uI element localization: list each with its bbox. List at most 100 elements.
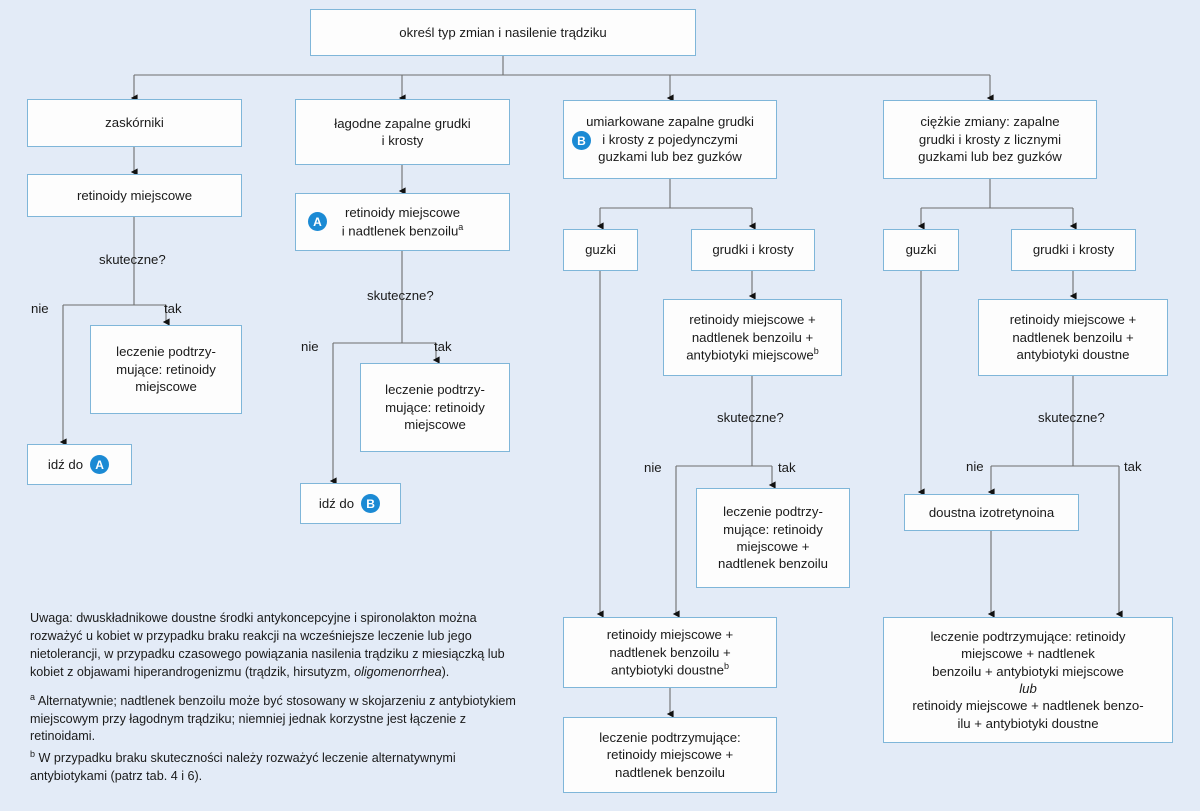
- node-severe-lesions[interactable]: ciężkie zmiany: zapalne grudki i krosty …: [883, 100, 1097, 179]
- treatment-col3-line1: retinoidy miejscowe +: [689, 312, 816, 328]
- oral-col3-line3-text: antybiotyki doustne: [611, 662, 724, 678]
- final-col4-line1: leczenie podtrzymujące: retinoidy: [930, 628, 1126, 644]
- note-a: a Alternatywnie; nadtlenek benzoilu może…: [30, 691, 530, 747]
- node-papules-pustules-col3[interactable]: grudki i krosty: [691, 229, 815, 271]
- maintenance-col1-line1: leczenie podtrzy-: [116, 344, 216, 360]
- maintenance-col3-line2: mujące: retinoidy: [723, 521, 823, 537]
- edge-label-effective-col2: skuteczne?: [367, 288, 434, 303]
- badge-b-anchor: B: [572, 131, 591, 150]
- mild-inflammatory-line1: łagodne zapalne grudki: [334, 115, 471, 131]
- footnote-ref-b-col3: b: [813, 346, 819, 357]
- node-maintenance-col1[interactable]: leczenie podtrzy- mujące: retinoidy miej…: [90, 325, 242, 414]
- node-final-maintenance-col3[interactable]: leczenie podtrzymujące: retinoidy miejsc…: [563, 717, 777, 793]
- edge-label-no-col4: nie: [966, 459, 984, 474]
- node-oral-antibiotics-col3[interactable]: retinoidy miejscowe + nadtlenek benzoilu…: [563, 617, 777, 688]
- note-main-end: ).: [441, 664, 450, 679]
- moderate-line3: guzkami lub bez guzków: [598, 149, 742, 165]
- edge-label-yes-col4: tak: [1124, 459, 1142, 474]
- edge-label-effective-col1: skuteczne?: [99, 252, 166, 267]
- footnote-marker-a: a: [30, 691, 36, 702]
- retinoids-bpo-line2: i nadtlenek benzoilua: [342, 222, 464, 240]
- final-col4-line3: benzoilu + antybiotyki miejscowe: [932, 663, 1124, 679]
- footnote-ref-b-col3b: b: [723, 661, 729, 672]
- node-goto-a[interactable]: idź do A: [27, 444, 132, 485]
- maintenance-col2-line1: leczenie podtrzy-: [385, 382, 485, 398]
- treatment-col4-line1: retinoidy miejscowe +: [1009, 312, 1137, 328]
- oral-col3-line2: nadtlenek benzoilu +: [609, 644, 731, 660]
- node-topical-retinoids-label: retinoidy miejscowe: [76, 187, 193, 203]
- maintenance-col3-line1: leczenie podtrzy-: [723, 504, 823, 520]
- edge-label-yes-col3: tak: [778, 460, 796, 475]
- edge-label-no-col3: nie: [644, 460, 662, 475]
- node-oral-isotretinoin[interactable]: doustna izotretynoina: [904, 494, 1079, 531]
- maintenance-col1-line2: mujące: retinoidy: [116, 361, 216, 377]
- badge-b-goto: B: [361, 494, 381, 513]
- maintenance-col2-line3: miejscowe: [404, 417, 466, 433]
- node-nodules-col3[interactable]: guzki: [563, 229, 638, 271]
- node-papules-pustules-col4[interactable]: grudki i krosty: [1011, 229, 1136, 271]
- edge-label-yes-col2: tak: [434, 339, 452, 354]
- edge-label-effective-col4: skuteczne?: [1038, 410, 1105, 425]
- badge-a-goto: A: [90, 455, 110, 474]
- moderate-line1: umiarkowane zapalne grudki: [586, 114, 754, 130]
- node-root[interactable]: określ typ zmian i nasilenie trądziku: [310, 9, 696, 56]
- node-goto-b[interactable]: idź do B: [300, 483, 401, 524]
- badge-a-anchor: A: [308, 212, 327, 231]
- note-main: Uwaga: dwuskładnikowe doustne środki ant…: [30, 610, 530, 682]
- goto-b-text: idź do: [318, 495, 355, 511]
- note-b-text: W przypadku braku skuteczności należy ro…: [30, 751, 456, 784]
- nodules-col3-label: guzki: [585, 242, 616, 258]
- note-a-text: Alternatywnie; nadtlenek benzoilu może b…: [30, 693, 516, 744]
- oral-col3-line1: retinoidy miejscowe +: [606, 627, 734, 643]
- treatment-col3-line3-text: antybiotyki miejscowe: [686, 347, 814, 363]
- node-retinoids-bpo[interactable]: retinoidy miejscowe i nadtlenek benzoilu…: [295, 193, 510, 251]
- node-comedones[interactable]: zaskórniki: [27, 99, 242, 147]
- node-mild-inflammatory[interactable]: łagodne zapalne grudki i krosty: [295, 99, 510, 165]
- maintenance-col2-line2: mujące: retinoidy: [385, 399, 485, 415]
- treatment-col3-line3: antybiotyki miejscoweb: [686, 346, 819, 364]
- maintenance-col3-line3: miejscowe +: [736, 539, 810, 554]
- oral-isotretinoin-label: doustna izotretynoina: [928, 504, 1055, 520]
- final-col3-line3: nadtlenek benzoilu: [615, 764, 725, 780]
- treatment-col3-line2: nadtlenek benzoilu +: [691, 329, 814, 345]
- mild-inflammatory-line2: i krosty: [381, 133, 424, 148]
- edge-label-effective-col3: skuteczne?: [717, 410, 784, 425]
- retinoids-bpo-line2-text: i nadtlenek benzoilu: [341, 223, 459, 239]
- node-topical-retinoids[interactable]: retinoidy miejscowe: [27, 174, 242, 217]
- treatment-col4-line3: antybiotyki doustne: [1016, 347, 1130, 363]
- final-col4-line2: miejscowe + nadtlenek: [961, 646, 1095, 662]
- papules-col3-label: grudki i krosty: [712, 242, 794, 258]
- final-col4-line4: lub: [1019, 681, 1037, 696]
- severe-line1: ciężkie zmiany: zapalne: [920, 114, 1060, 130]
- nodules-col4-label: guzki: [905, 242, 937, 258]
- node-comedones-label: zaskórniki: [105, 115, 164, 131]
- edge-label-no-col2: nie: [301, 339, 319, 354]
- node-final-maintenance-col4[interactable]: leczenie podtrzymujące: retinoidy miejsc…: [883, 617, 1173, 743]
- goto-a-text: idź do: [47, 456, 84, 472]
- moderate-line2: i krosty z pojedynczymi: [602, 131, 738, 147]
- final-col3-line1: leczenie podtrzymujące:: [599, 729, 741, 745]
- note-main-text: Uwaga: dwuskładnikowe doustne środki ant…: [30, 611, 505, 679]
- treatment-col4-line2: nadtlenek benzoilu +: [1012, 329, 1134, 345]
- note-b: b W przypadku braku skuteczności należy …: [30, 748, 530, 786]
- oral-col3-line3: antybiotyki doustneb: [611, 661, 729, 679]
- severe-line2: grudki i krosty z licznymi: [918, 131, 1062, 147]
- node-moderate-inflammatory[interactable]: umiarkowane zapalne grudki i krosty z po…: [563, 100, 777, 179]
- final-col3-line2: retinoidy miejscowe +: [606, 747, 734, 763]
- node-root-label: określ typ zmian i nasilenie trądziku: [399, 24, 607, 40]
- footnotes-block: Uwaga: dwuskładnikowe doustne środki ant…: [30, 610, 530, 786]
- node-treatment-col4[interactable]: retinoidy miejscowe + nadtlenek benzoilu…: [978, 299, 1168, 376]
- edge-label-no-col1: nie: [31, 301, 49, 316]
- edge-label-yes-col1: tak: [164, 301, 182, 316]
- final-col4-line6: ilu + antybiotyki doustne: [957, 715, 1099, 731]
- final-col4-line5: retinoidy miejscowe + nadtlenek benzo-: [912, 698, 1144, 714]
- node-maintenance-col2[interactable]: leczenie podtrzy- mujące: retinoidy miej…: [360, 363, 510, 452]
- node-treatment-col3[interactable]: retinoidy miejscowe + nadtlenek benzoilu…: [663, 299, 842, 376]
- node-nodules-col4[interactable]: guzki: [883, 229, 959, 271]
- maintenance-col3-line4: nadtlenek benzoilu: [718, 556, 828, 572]
- severe-line3: guzkami lub bez guzków: [918, 149, 1062, 165]
- papules-col4-label: grudki i krosty: [1032, 242, 1115, 258]
- footnote-marker-b: b: [30, 749, 36, 760]
- maintenance-col1-line3: miejscowe: [135, 379, 197, 395]
- node-maintenance-col3[interactable]: leczenie podtrzy- mujące: retinoidy miej…: [696, 488, 850, 588]
